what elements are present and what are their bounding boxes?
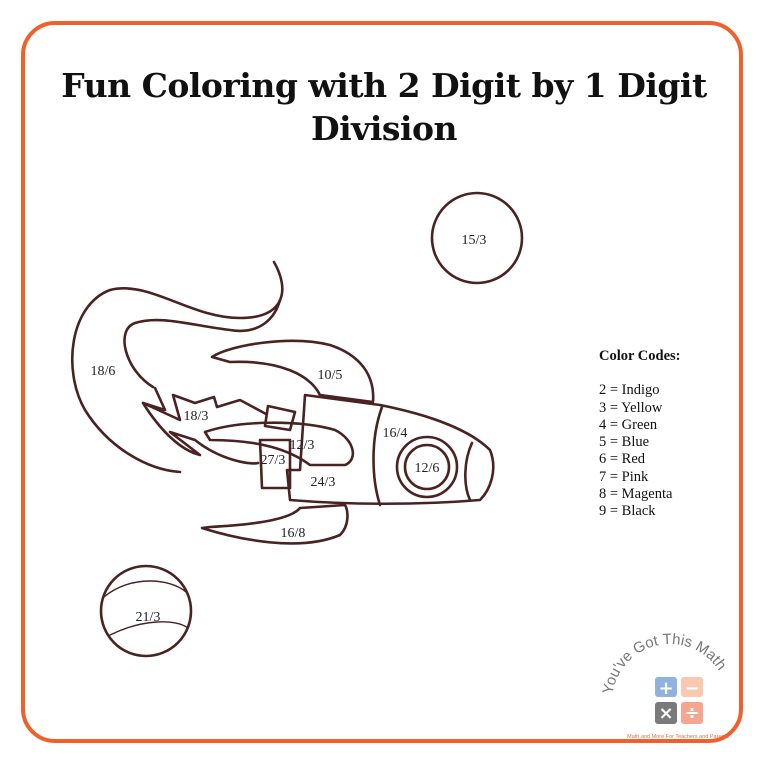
label-middle-fin: 12/3 <box>290 438 315 453</box>
color-code-item: 9 = Black <box>599 503 656 520</box>
color-code-item: 6 = Red <box>599 451 646 468</box>
color-code-item: 3 = Yellow <box>599 399 663 416</box>
window-inner <box>403 443 451 491</box>
top-fin <box>210 339 375 404</box>
label-nose-band: 16/4 <box>383 426 408 441</box>
rocket-body <box>285 393 495 506</box>
svg-text:×: × <box>658 703 673 724</box>
svg-text:+: + <box>658 678 673 699</box>
divide-icon <box>681 702 703 724</box>
label-flame-inner: 18/3 <box>184 409 209 424</box>
color-codes-heading: Color Codes: <box>599 348 681 364</box>
logo: You've Got This Math + − × ÷ Math and Mo… <box>600 631 730 740</box>
color-code-item: 2 = Indigo <box>599 382 660 399</box>
minus-icon <box>681 677 703 697</box>
color-codes-legend: Color Codes: 2 = Indigo 3 = Yellow 4 = G… <box>599 348 681 521</box>
flame-inner <box>141 386 268 465</box>
plus-icon <box>655 677 677 697</box>
label-engine: 27/3 <box>261 453 286 468</box>
nose-band <box>372 405 474 507</box>
logo-tagline: Math and More For Teachers and Parents <box>627 734 729 740</box>
label-top-fin: 10/5 <box>318 368 343 383</box>
label-bottom-fin: 16/8 <box>281 526 306 541</box>
planet-bottom <box>99 564 193 658</box>
bottom-fin <box>200 503 349 545</box>
label-flame-tail: 18/6 <box>91 364 116 379</box>
label-body: 24/3 <box>311 475 336 490</box>
label-planet-bottom: 21/3 <box>136 610 161 625</box>
planet-top <box>430 191 524 285</box>
color-code-item: 4 = Green <box>599 416 658 433</box>
label-window: 12/6 <box>415 461 440 476</box>
page-border <box>21 21 743 743</box>
middle-fin <box>203 421 355 467</box>
color-code-item: 7 = Pink <box>599 468 649 485</box>
color-code-item: 8 = Magenta <box>599 486 673 503</box>
times-icon <box>655 702 677 724</box>
planet-bottom-ring <box>103 580 189 636</box>
window-outer <box>395 435 459 499</box>
label-planet-top: 15/3 <box>462 233 487 248</box>
flame-tail-inner <box>123 298 282 389</box>
page-title: Fun Coloring with 2 Digit by 1 Digit Div… <box>61 66 707 148</box>
svg-text:−: − <box>684 678 699 699</box>
color-code-item: 5 = Blue <box>599 434 650 451</box>
engine <box>258 404 297 490</box>
svg-text:÷: ÷ <box>684 703 699 724</box>
flame-tail <box>70 260 284 474</box>
